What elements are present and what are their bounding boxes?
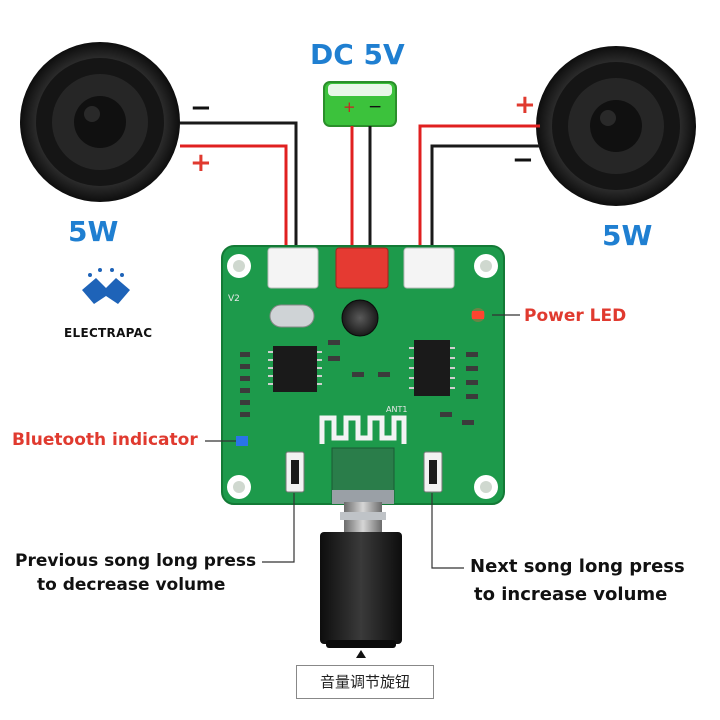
brand-name: ELECTRAPAC xyxy=(64,326,153,340)
previous-label-line2: to decrease volume xyxy=(37,575,226,595)
brand-logo-icon xyxy=(82,268,130,304)
main-chip xyxy=(273,346,317,392)
power-connector xyxy=(335,247,389,289)
left-speaker-connector xyxy=(267,247,319,289)
board-version-label: V2 xyxy=(228,294,240,304)
right-speaker-minus: − xyxy=(512,145,534,175)
amplifier-chip xyxy=(414,340,450,396)
right-black-wire xyxy=(430,144,540,248)
previous-label-line1: Previous song long press xyxy=(15,551,257,571)
left-speaker xyxy=(20,42,180,202)
left-speaker-wattage: 5W xyxy=(68,215,119,248)
previous-button[interactable] xyxy=(285,451,305,493)
antenna-trace xyxy=(319,415,407,444)
next-label-line1: Next song long press xyxy=(470,556,685,577)
right-speaker-wattage: 5W xyxy=(602,219,653,252)
left-speaker-plus: + xyxy=(190,148,212,178)
right-speaker-plus: + xyxy=(514,90,536,120)
left-speaker-minus: − xyxy=(190,93,212,123)
right-speaker-connector xyxy=(403,247,455,289)
volume-knob-label: 音量调节旋钮 xyxy=(296,665,434,699)
mounting-holes xyxy=(227,254,498,499)
wires xyxy=(180,121,540,252)
next-button[interactable] xyxy=(423,451,443,493)
right-speaker xyxy=(536,46,696,206)
callout-lines xyxy=(205,314,520,569)
power-led-label: Power LED xyxy=(524,306,627,326)
next-label-line2: to increase volume xyxy=(474,584,668,605)
dc-minus-sign: − xyxy=(368,97,382,117)
power-title: DC 5V xyxy=(310,38,405,71)
left-black-wire xyxy=(180,121,298,248)
left-red-wire xyxy=(180,144,288,248)
dc-power-block: + − xyxy=(323,81,397,127)
power-led xyxy=(472,311,484,319)
pcb-board: ANT1 V2 xyxy=(221,245,505,505)
volume-knob[interactable] xyxy=(320,502,402,658)
bluetooth-led xyxy=(236,436,248,446)
dc-plus-sign: + xyxy=(343,98,356,116)
capacitor xyxy=(341,299,379,337)
antenna-silk-label: ANT1 xyxy=(386,405,407,414)
bluetooth-indicator-label: Bluetooth indicator xyxy=(12,430,198,450)
right-red-wire xyxy=(418,124,540,248)
crystal xyxy=(269,304,315,328)
